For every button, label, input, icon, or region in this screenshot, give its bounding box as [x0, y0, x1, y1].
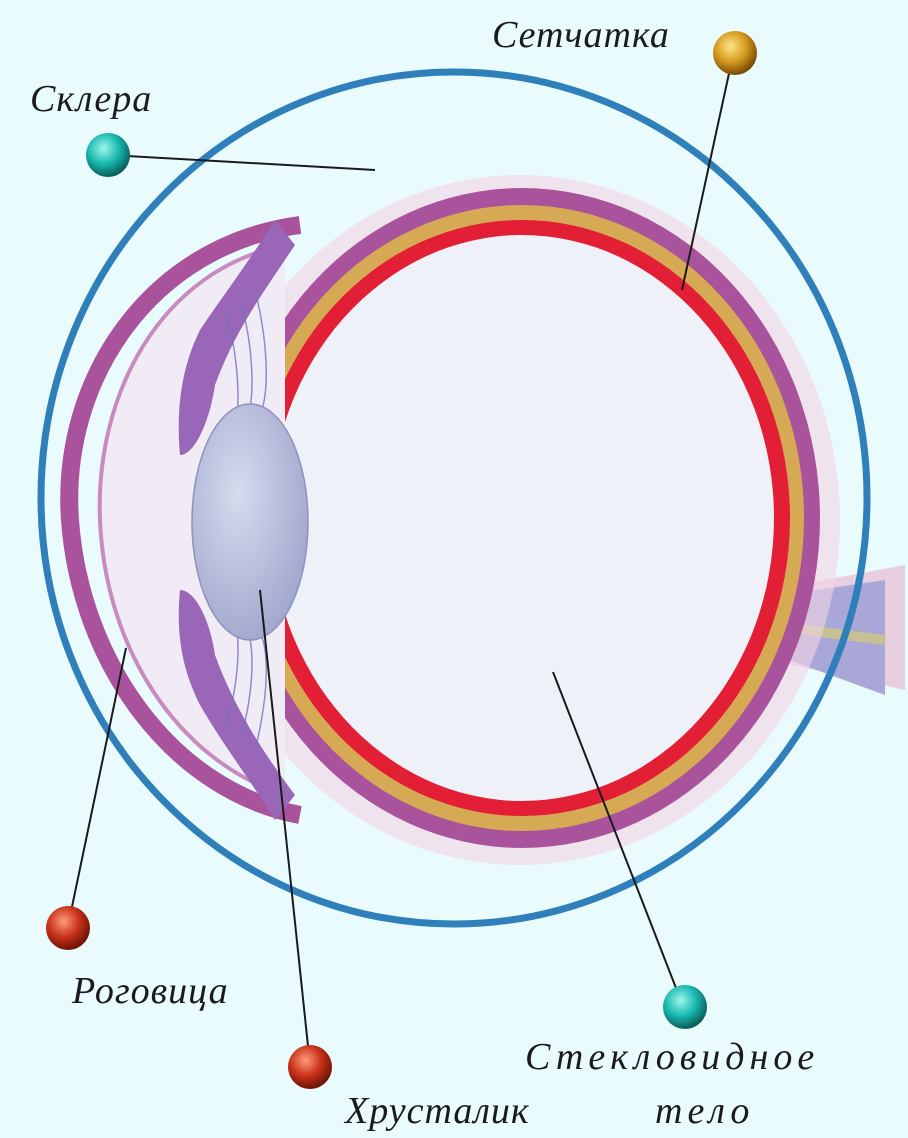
vitreous-body: [270, 235, 774, 801]
label-vitreous-line1: Стекловидное: [525, 1038, 819, 1076]
vitreous-marker: [663, 985, 707, 1029]
label-retina: Сетчатка: [492, 16, 670, 54]
label-sclera: Склера: [30, 80, 152, 118]
label-vitreous-line2: тело: [655, 1092, 754, 1130]
label-lens: Хрусталик: [345, 1092, 530, 1130]
lens: [192, 404, 308, 640]
label-cornea: Роговица: [72, 972, 229, 1010]
retina-marker: [713, 31, 757, 75]
cornea-marker: [46, 906, 90, 950]
lens-marker: [288, 1045, 332, 1089]
sclera-marker: [86, 133, 130, 177]
title-band: [0, 0, 908, 12]
